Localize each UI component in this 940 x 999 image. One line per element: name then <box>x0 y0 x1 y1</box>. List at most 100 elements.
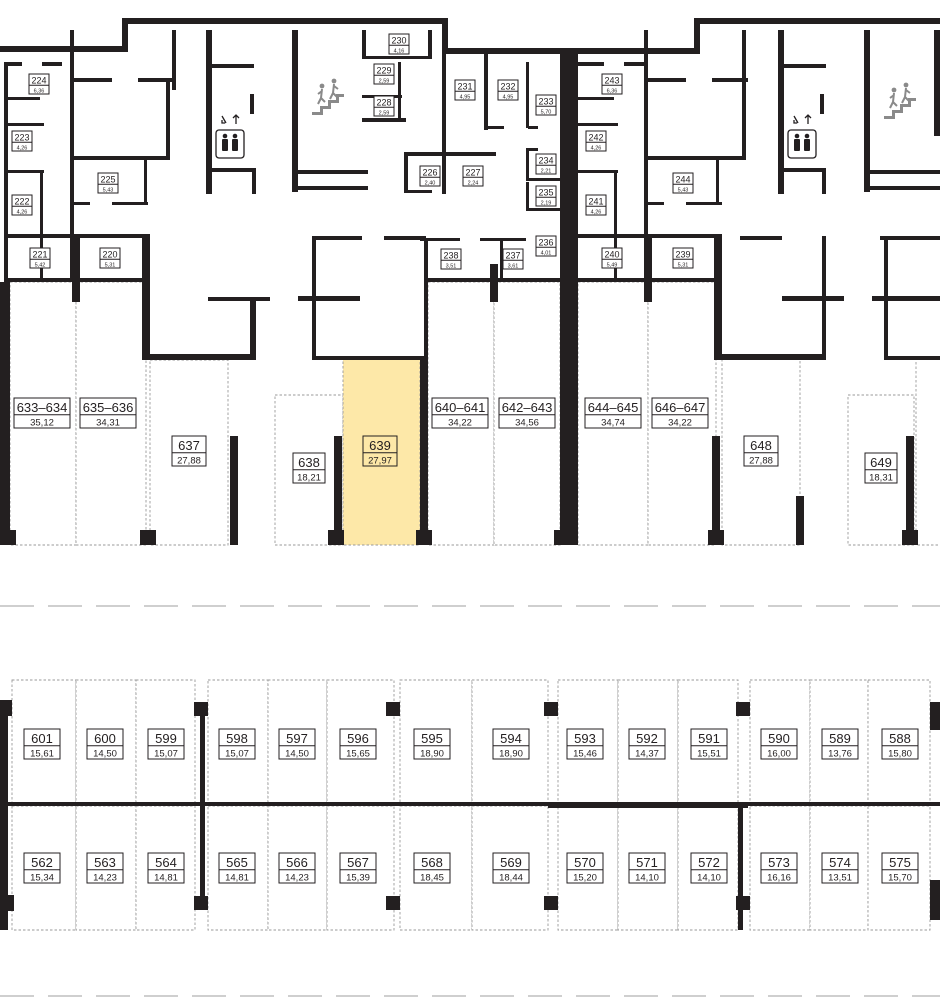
unit-number: 563 <box>94 855 116 870</box>
unit-number: 232 <box>500 81 515 91</box>
unit-area: 15,65 <box>346 749 370 760</box>
unit-area: 18,90 <box>499 749 523 760</box>
unit-number: 221 <box>32 249 47 259</box>
unit-number: 589 <box>829 731 851 746</box>
unit-area: 15,51 <box>697 749 721 760</box>
unit-area: 2,40 <box>425 180 436 186</box>
unit-area: 18,21 <box>297 473 321 484</box>
unit-number: 565 <box>226 855 248 870</box>
unit-area: 34,74 <box>601 418 625 429</box>
unit-area: 14,37 <box>635 749 659 760</box>
unit-number: 566 <box>286 855 308 870</box>
unit-label-644–645[interactable]: 644–645 34,74 <box>584 397 642 429</box>
unit-number: 572 <box>698 855 720 870</box>
unit-area: 15,46 <box>573 749 597 760</box>
unit-area: 14,10 <box>697 873 721 884</box>
unit-label-572[interactable]: 572 14,10 <box>690 852 728 884</box>
unit-number: 231 <box>457 81 472 91</box>
unit-area: 3,61 <box>508 263 519 269</box>
unit-area: 4,95 <box>460 94 471 100</box>
elevator-icon <box>215 114 245 159</box>
unit-number: 240 <box>604 249 619 259</box>
unit-area: 6,36 <box>34 88 45 94</box>
unit-number: 222 <box>14 196 29 206</box>
unit-area: 5,43 <box>103 187 114 193</box>
unit-area: 34,56 <box>515 418 539 429</box>
unit-number: 574 <box>829 855 851 870</box>
unit-number: 571 <box>636 855 658 870</box>
unit-number: 228 <box>376 97 391 107</box>
unit-number: 230 <box>391 35 406 45</box>
unit-number: 646–647 <box>655 400 706 415</box>
unit-label-231[interactable]: 231 4,95 <box>454 79 476 101</box>
elevator-icon <box>787 114 817 159</box>
unit-label-563[interactable]: 563 14,23 <box>86 852 124 884</box>
unit-area: 5,70 <box>541 109 552 115</box>
unit-area: 14,23 <box>93 873 117 884</box>
unit-number: 644–645 <box>588 400 639 415</box>
